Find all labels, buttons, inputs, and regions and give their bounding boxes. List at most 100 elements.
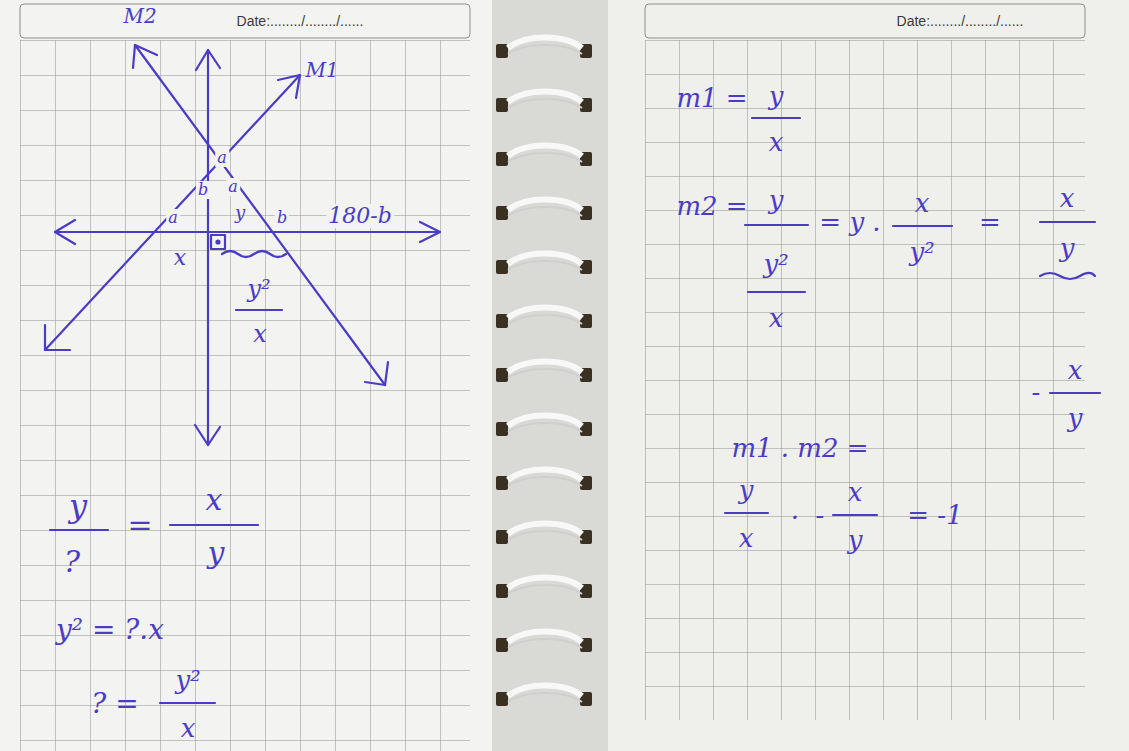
handwritten-note: = y . bbox=[819, 209, 880, 235]
header-box bbox=[20, 4, 470, 38]
binding-coil bbox=[508, 423, 582, 432]
fraction-bar bbox=[745, 224, 808, 226]
binding-hole bbox=[496, 584, 508, 598]
handwritten-note: x bbox=[915, 190, 930, 216]
binding-coil bbox=[508, 207, 582, 216]
handwritten-note: y bbox=[769, 187, 784, 213]
binding-hole bbox=[496, 476, 508, 490]
binding-coil bbox=[508, 45, 582, 54]
binding-hole bbox=[496, 152, 508, 166]
handwritten-note: y bbox=[1060, 235, 1075, 261]
binding-hole bbox=[496, 44, 508, 58]
handwritten-note: m1 = bbox=[676, 85, 747, 111]
underline bbox=[1040, 273, 1095, 279]
handwritten-note: x bbox=[769, 305, 784, 331]
handwritten-note: x bbox=[206, 485, 223, 515]
binding-coil bbox=[508, 38, 582, 49]
handwritten-note: x bbox=[1060, 185, 1075, 211]
arrow-head bbox=[45, 325, 70, 350]
handwritten-note: y bbox=[769, 83, 784, 109]
handwritten-note: x bbox=[174, 247, 186, 269]
fraction-bar bbox=[160, 702, 215, 704]
handwritten-note: x bbox=[739, 525, 754, 551]
date-field: Date:......../......../...... bbox=[897, 14, 1024, 28]
handwritten-note: b bbox=[196, 181, 210, 199]
y-axis bbox=[207, 50, 209, 445]
binding-coil bbox=[508, 632, 582, 643]
binding-coil bbox=[508, 693, 582, 702]
binding-coil bbox=[508, 362, 582, 373]
binding-coil bbox=[508, 531, 582, 540]
binding-coil bbox=[508, 254, 582, 265]
handwritten-note: y bbox=[235, 204, 245, 222]
x-axis bbox=[55, 231, 440, 233]
handwritten-note: m1 . m2 = bbox=[731, 435, 868, 461]
handwritten-note: M2 bbox=[123, 6, 156, 26]
fraction-bar bbox=[1050, 392, 1100, 394]
handwritten-note: = -1 bbox=[907, 502, 962, 528]
fraction-bar bbox=[833, 514, 877, 516]
spiral-binding bbox=[496, 38, 592, 707]
right-angle-mark bbox=[211, 235, 225, 249]
binding-coil bbox=[508, 639, 582, 648]
line-m1 bbox=[45, 75, 300, 350]
fraction-bar bbox=[748, 291, 805, 293]
handwritten-note: m2 = bbox=[676, 193, 747, 219]
handwritten-note: y bbox=[69, 490, 87, 522]
fraction-bar bbox=[170, 524, 258, 526]
handwritten-note: a bbox=[215, 149, 229, 167]
left-page bbox=[0, 0, 492, 751]
binding-hole bbox=[496, 638, 508, 652]
binding-hole bbox=[496, 368, 508, 382]
binding-coil bbox=[508, 369, 582, 378]
handwritten-note: 180-b bbox=[326, 204, 394, 228]
handwritten-note: = bbox=[127, 510, 152, 540]
handwritten-note: y bbox=[208, 538, 225, 568]
handwritten-note: y² bbox=[909, 239, 934, 265]
arrow-head bbox=[133, 45, 157, 68]
handwritten-note: y bbox=[739, 477, 754, 503]
handwritten-note: y² bbox=[175, 667, 200, 693]
fraction-bar bbox=[725, 512, 768, 514]
handwritten-note: x bbox=[848, 479, 863, 505]
fraction-bar bbox=[752, 117, 800, 119]
binding-coil bbox=[508, 470, 582, 481]
binding-coil bbox=[508, 315, 582, 324]
arrow-head bbox=[278, 75, 300, 98]
binding-coil bbox=[508, 146, 582, 157]
binding-coil bbox=[508, 92, 582, 103]
handwritten-note: . bbox=[791, 497, 799, 523]
handwritten-note: M1 bbox=[305, 60, 338, 80]
binding-coil bbox=[508, 585, 582, 594]
binding-coil bbox=[508, 308, 582, 319]
binding-coil bbox=[508, 261, 582, 270]
arrow-head bbox=[365, 362, 388, 385]
handwritten-note: - bbox=[1032, 379, 1041, 405]
handwritten-note: - bbox=[816, 502, 825, 528]
grid bbox=[20, 40, 470, 751]
handwritten-note: y bbox=[1068, 405, 1083, 431]
binding-coil bbox=[508, 578, 582, 589]
grid bbox=[645, 40, 1085, 720]
ink-drawing bbox=[45, 45, 1100, 703]
handwritten-note: x bbox=[181, 715, 196, 741]
arrow-head bbox=[195, 425, 220, 445]
arrow-head bbox=[55, 220, 75, 244]
handwritten-note: y² bbox=[763, 251, 788, 277]
dot bbox=[217, 241, 220, 244]
binding-coil bbox=[508, 686, 582, 697]
handwritten-note: = bbox=[979, 209, 1001, 235]
fraction-bar bbox=[236, 309, 282, 311]
binding-hole bbox=[496, 530, 508, 544]
binding-hole bbox=[496, 98, 508, 112]
right-page bbox=[608, 0, 1129, 751]
binding-hole bbox=[496, 692, 508, 706]
date-field: Date:......../......../...... bbox=[237, 14, 364, 28]
binding-hole bbox=[496, 314, 508, 328]
fraction-bar bbox=[50, 529, 108, 531]
arrow-head bbox=[420, 222, 440, 242]
binding-hole bbox=[496, 260, 508, 274]
handwritten-note: a bbox=[166, 209, 180, 227]
binding-coil bbox=[508, 153, 582, 162]
